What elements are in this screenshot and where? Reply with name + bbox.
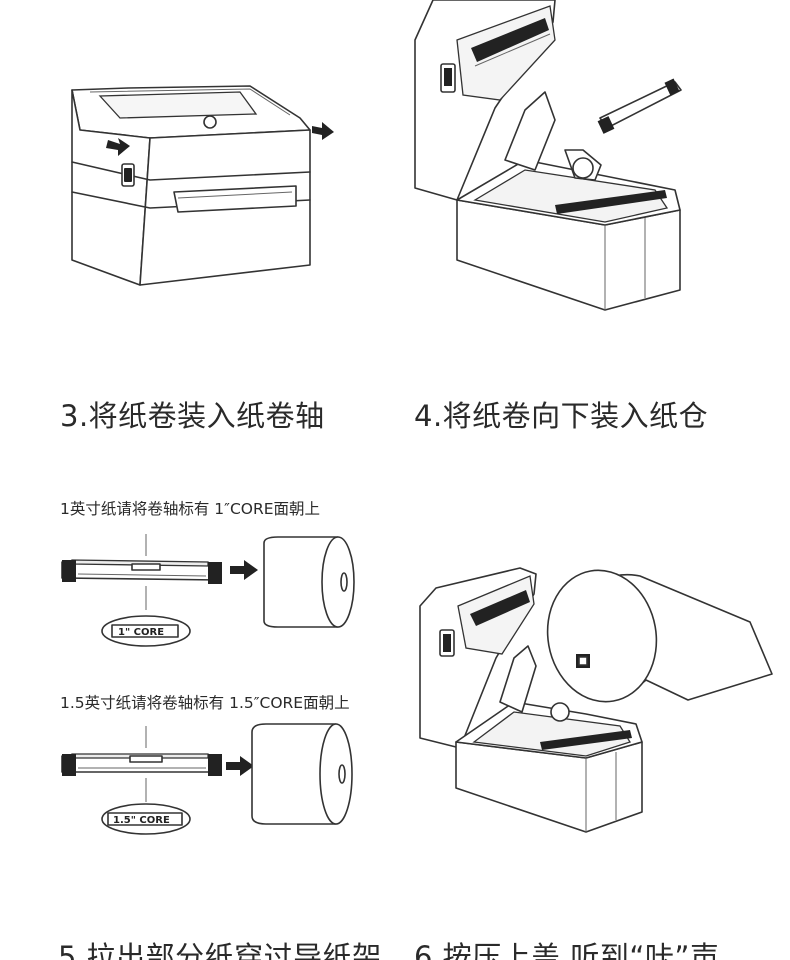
- step-5-wrapper: 5.拉出部分纸穿过导纸架: [58, 934, 398, 960]
- core-label-1-5: 1.5" CORE: [113, 815, 170, 826]
- arrow-right-icon: [226, 756, 254, 776]
- step-5-title: 5.拉出部分纸穿过导纸架: [58, 940, 382, 960]
- step-6-title: 6.按压上盖,听到“咔”声: [414, 940, 720, 960]
- paper-roll-1-5-inch: [251, 723, 353, 825]
- closed-printer-illustration: [71, 85, 334, 286]
- step-4-title: 4.将纸卷向下装入纸仓: [414, 399, 709, 433]
- spindle-1-inch-illustration: 1" CORE: [61, 534, 258, 647]
- printer-with-roll-illustration: [419, 567, 773, 833]
- spindle-1-5-inch-illustration: 1.5" CORE: [61, 726, 254, 835]
- note-1-inch: 1英寸纸请将卷轴标有 1″CORE面朝上: [60, 500, 321, 518]
- step-6-wrapper: 6.按压上盖,听到“咔”声: [414, 934, 754, 960]
- arrow-right-icon: [106, 138, 130, 156]
- step-3-title: 3.将纸卷装入纸卷轴: [60, 399, 325, 433]
- paper-roll-1-inch: [263, 536, 355, 628]
- arrow-right-icon: [230, 560, 258, 580]
- core-label-1: 1" CORE: [118, 627, 164, 638]
- arrow-right-icon: [312, 122, 334, 140]
- note-1-5-inch: 1.5英寸纸请将卷轴标有 1.5″CORE面朝上: [60, 694, 350, 712]
- open-printer-illustration: [414, 0, 682, 311]
